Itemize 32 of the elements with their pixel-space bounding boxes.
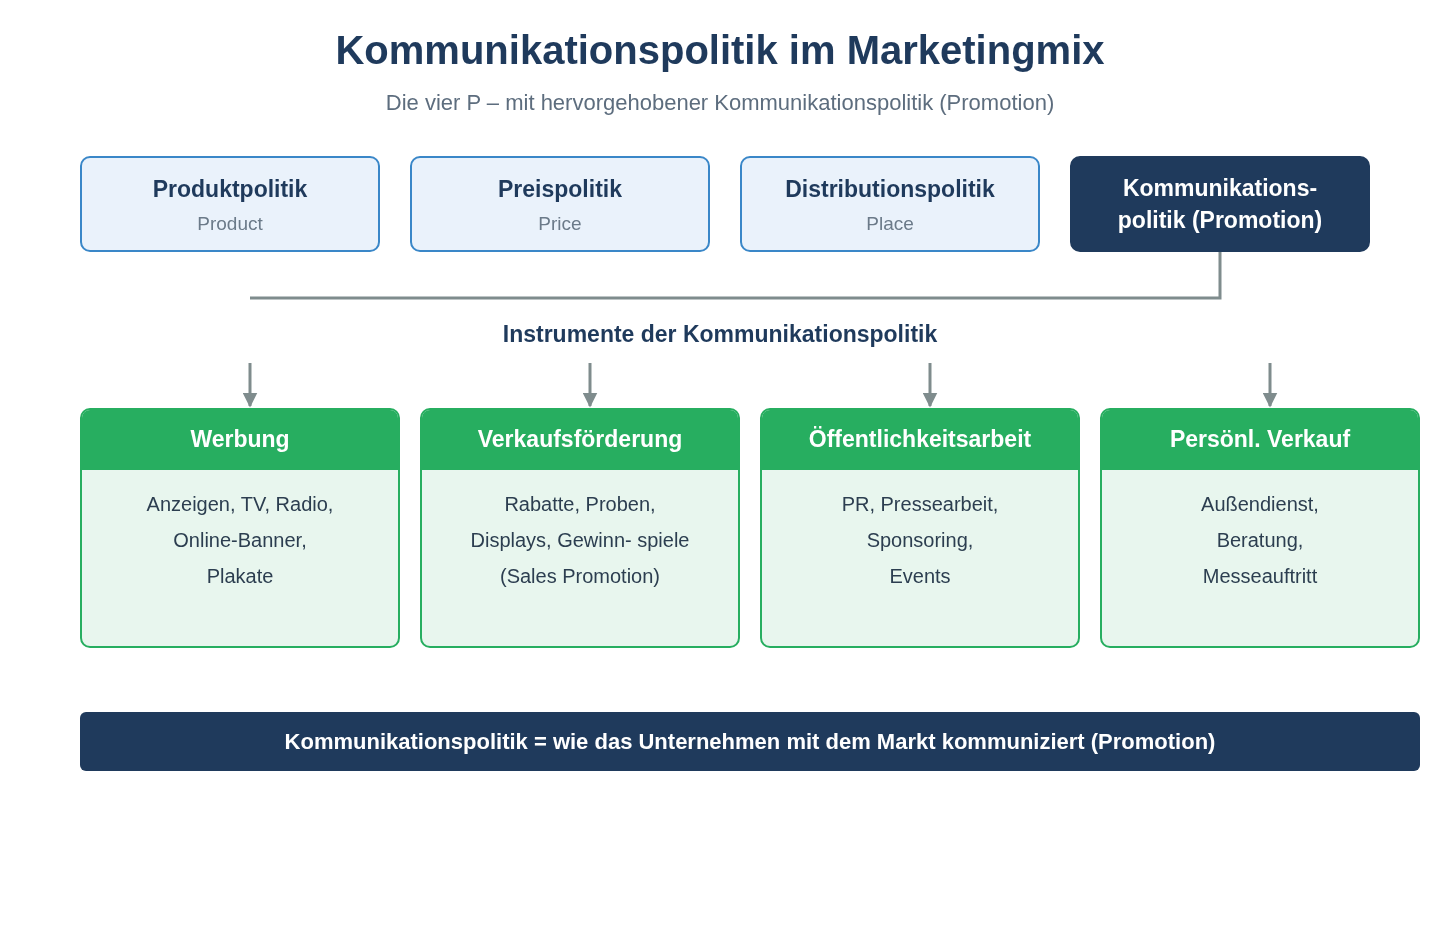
box-title: Preispolitik bbox=[497, 175, 623, 204]
highlighted-box bbox=[1070, 156, 1370, 252]
card-header: Werbung bbox=[82, 410, 398, 470]
section-heading: Instrumente der Kommunikationspolitik bbox=[502, 321, 938, 348]
box-subtitle: Price bbox=[538, 213, 582, 235]
instrument-card bbox=[80, 408, 400, 648]
card-header: Öffentlichkeitsarbeit bbox=[762, 410, 1078, 470]
box-title: Kommunikations- politik (Promotion) bbox=[1116, 174, 1324, 235]
category-box bbox=[740, 156, 1040, 252]
summary-banner: Kommunikationspolitik = wie das Unternehmen mit dem Markt kommuniziert (Promotion) bbox=[80, 712, 1420, 771]
box-subtitle: Place bbox=[866, 213, 914, 235]
title: Kommunikationspolitik im Marketingmix bbox=[335, 28, 1105, 73]
card-header: Verkaufsförderung bbox=[422, 410, 738, 470]
card-text: Anzeigen, TV, Radio, Online-Banner, Plakate bbox=[145, 492, 335, 589]
card-text: Rabatte, Proben, Displays, Gewinn- spiele (Sales Promotion) bbox=[469, 492, 691, 589]
box-subtitle: Product bbox=[197, 213, 263, 235]
arrow bbox=[922, 363, 938, 408]
card-text: PR, Pressearbeit, Sponsoring, Events bbox=[840, 492, 1000, 589]
card-header: Persönl. Verkauf bbox=[1102, 410, 1418, 470]
box-title: Distributionspolitik bbox=[784, 175, 996, 204]
category-box bbox=[80, 156, 380, 252]
connector-line bbox=[250, 252, 1222, 300]
box-title: Produktpolitik bbox=[151, 175, 309, 204]
instrument-card bbox=[1100, 408, 1420, 648]
arrow bbox=[1262, 363, 1278, 408]
arrow bbox=[242, 363, 258, 408]
category-box bbox=[410, 156, 710, 252]
instrument-card bbox=[420, 408, 740, 648]
card-text: Außendienst, Beratung, Messeauftritt bbox=[1200, 492, 1320, 589]
instrument-card bbox=[760, 408, 1080, 648]
arrow bbox=[582, 363, 598, 408]
subtitle: Die vier P – mit hervorgehobener Kommunikationspolitik (Promotion) bbox=[385, 90, 1055, 116]
